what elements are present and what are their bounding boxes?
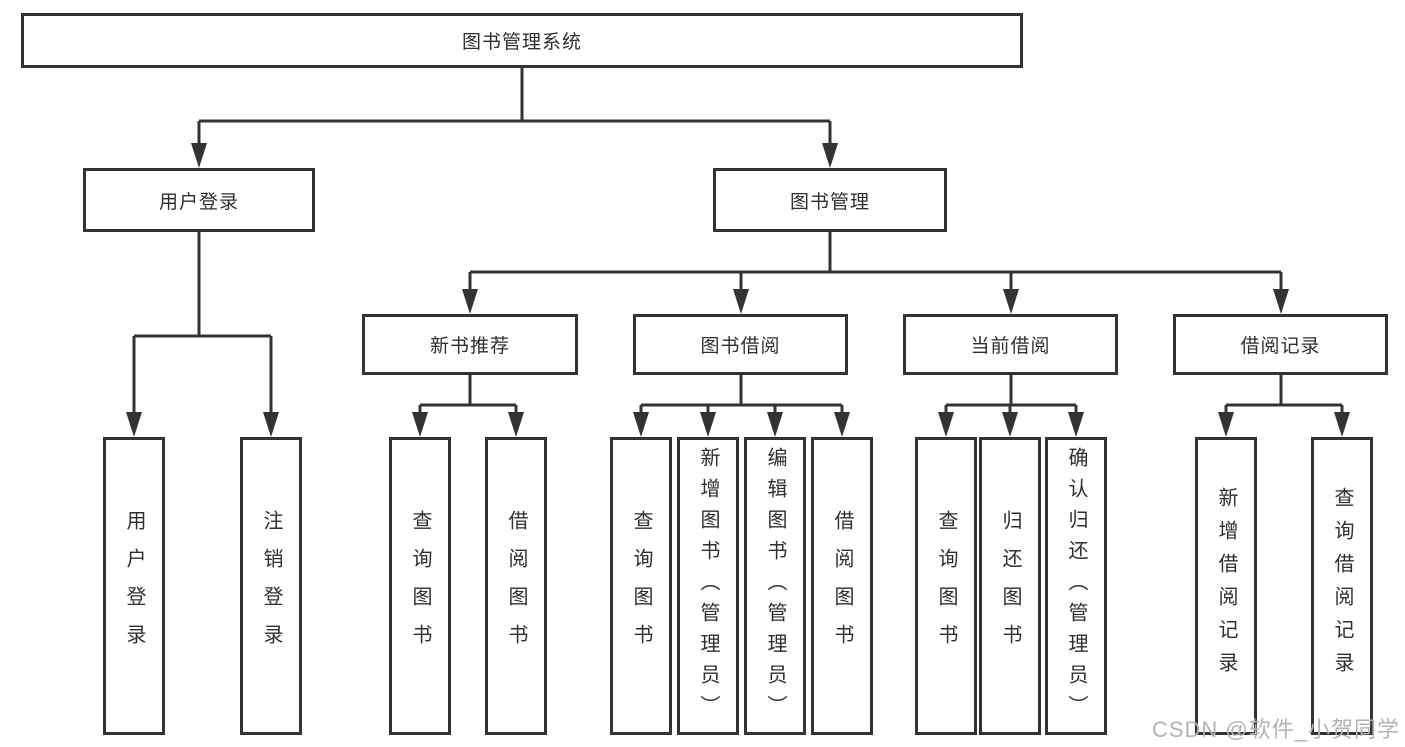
node-query-books-newbook: 查询图书 — [389, 437, 451, 735]
node-query-books-borrow: 查询图书 — [610, 437, 672, 735]
node-current-borrowing: 当前借阅 — [903, 314, 1118, 375]
csdn-watermark: CSDN @软件_小贺同学 — [1151, 717, 1400, 742]
node-label: 图书借阅 — [700, 336, 781, 357]
node-label: 确认归还（管理员） — [1065, 446, 1087, 726]
node-return-book: 归还图书 — [979, 437, 1041, 735]
node-book-borrowing: 图书借阅 — [633, 314, 848, 375]
node-user-login: 用户登录 — [103, 437, 165, 735]
node-confirm-return-admin: 确认归还（管理员） — [1045, 437, 1107, 735]
node-borrowing-records: 借阅记录 — [1173, 314, 1388, 375]
node-add-book-admin: 新增图书（管理员） — [677, 437, 739, 735]
node-query-books-current: 查询图书 — [915, 437, 977, 735]
node-label: 新书推荐 — [429, 336, 510, 357]
node-new-book-recommendation: 新书推荐 — [362, 314, 578, 375]
node-label: 图书管理系统 — [461, 32, 582, 53]
node-label: 新增借阅记录 — [1215, 487, 1237, 685]
node-label: 注销登录 — [260, 510, 282, 662]
node-label: 用户登录 — [123, 510, 145, 662]
node-label: 借阅图书 — [505, 510, 527, 662]
node-label: 用户登录 — [158, 191, 239, 213]
node-label: 查询借阅记录 — [1331, 487, 1353, 685]
node-borrow-books-newbook: 借阅图书 — [485, 437, 547, 735]
node-library-management-system: 图书管理系统 — [21, 13, 1023, 68]
node-label: 图书管理 — [789, 191, 870, 213]
node-label: 借阅图书 — [831, 510, 853, 662]
node-query-borrow-record: 查询借阅记录 — [1311, 437, 1373, 735]
node-book-management-module: 图书管理 — [713, 168, 947, 232]
node-add-borrow-record: 新增借阅记录 — [1195, 437, 1257, 735]
node-borrow-book: 借阅图书 — [811, 437, 873, 735]
connector-spines — [134, 68, 1342, 407]
node-logout: 注销登录 — [240, 437, 302, 735]
node-label: 编辑图书（管理员） — [764, 446, 786, 726]
node-label: 当前借阅 — [970, 336, 1051, 357]
node-user-login-module: 用户登录 — [83, 168, 315, 232]
node-label: 查询图书 — [630, 510, 652, 662]
node-label: 查询图书 — [409, 510, 431, 662]
node-edit-book-admin: 编辑图书（管理员） — [744, 437, 806, 735]
arrowheads — [126, 121, 1350, 437]
node-label: 归还图书 — [999, 510, 1021, 662]
node-label: 借阅记录 — [1240, 336, 1321, 357]
node-label: 新增图书（管理员） — [697, 446, 719, 726]
node-label: 查询图书 — [935, 510, 957, 662]
